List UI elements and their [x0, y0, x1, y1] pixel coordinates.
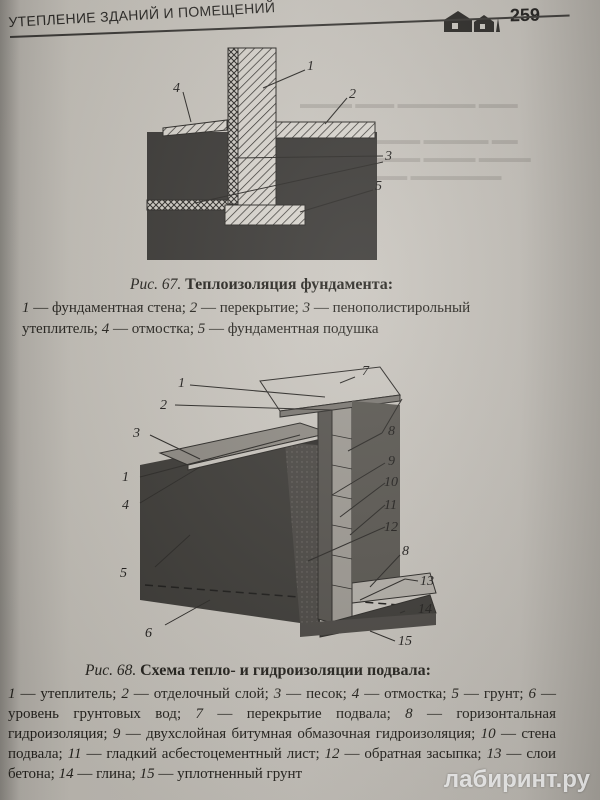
legend-text: — уплотненный грунт — [154, 766, 303, 782]
watermark-logo: лабиринт.ру — [443, 766, 590, 793]
fig68-label-10: 10 — [384, 475, 398, 490]
foundation-footing — [224, 204, 306, 226]
fig68-label-8: 8 — [388, 424, 395, 439]
fig68-title: Схема тепло- и гидроизоляции подвала: — [140, 662, 431, 679]
legend-num: 13 — [486, 746, 502, 762]
legend-text: — утеплитель; — [15, 686, 122, 702]
fig68-label-13: 13 — [420, 574, 434, 589]
fig67-title: Теплоизоляция фундамента: — [185, 276, 394, 293]
legend-text: — пенополистирольный утеплитель; — [22, 300, 471, 337]
fig68-label-1: 1 — [178, 376, 185, 391]
legend-num: 7 — [195, 706, 203, 722]
legend-text: — гладкий асбестоцементный лист; — [81, 746, 325, 762]
fig68-label-12: 12 — [384, 520, 398, 535]
legend-num: 1 — [8, 686, 16, 702]
legend-num: 5 — [451, 686, 459, 702]
fig68-prefix: Рис. 68. — [85, 662, 137, 679]
legend-num: 6 — [528, 686, 537, 702]
legend-num: 2 — [189, 300, 198, 316]
figure-68-diagram: 1 2 3 1 4 5 6 7 8 9 10 11 12 8 13 14 15 — [120, 364, 437, 649]
legend-text: — глина; — [73, 766, 140, 782]
legend-text: — фундаментная подушка — [205, 321, 379, 337]
fig68-label-1b: 1 — [122, 470, 129, 485]
fig67-caption-heading: Рис. 67. Теплоизоляция фундамента: — [130, 274, 550, 295]
floor-slab — [264, 121, 376, 139]
legend-text: — песок; — [281, 686, 352, 702]
fig67-prefix: Рис. 67. — [130, 276, 182, 293]
soil-block — [140, 433, 300, 623]
legend-num: 8 — [405, 706, 413, 722]
legend-num: 3 — [273, 686, 282, 702]
legend-num: 15 — [139, 766, 155, 782]
legend-text: — грунт; — [458, 686, 529, 702]
legend-num: 12 — [324, 746, 340, 762]
fig67-label-3: 3 — [384, 149, 392, 164]
fig68-label-6: 6 — [145, 626, 152, 641]
vertical-insulation — [227, 47, 239, 205]
legend-text: — уровень грунтовых вод; — [8, 686, 557, 722]
fig68-label-15: 15 — [398, 634, 412, 649]
legend-num: 4 — [101, 321, 110, 337]
backfill-wedge — [285, 443, 318, 625]
legend-num: 5 — [197, 321, 206, 337]
legend-num: 3 — [302, 300, 311, 316]
compacted-soil — [300, 613, 436, 637]
legend-text: — двухслойная битумная обмазочная гидрои… — [120, 726, 481, 742]
figure-67-diagram: 1 2 3 4 5 — [146, 47, 392, 260]
fig68-legend: 1 — утеплитель; 2 — отделочный слой; 3 —… — [8, 684, 556, 784]
legend-text: — перекрытие; — [197, 300, 303, 316]
fig68-label-9: 9 — [388, 454, 395, 469]
fig67-label-2: 2 — [349, 87, 356, 102]
fig67-label-1: 1 — [307, 59, 314, 74]
legend-text: — обратная засыпка; — [339, 746, 487, 762]
fig68-label-2: 2 — [160, 398, 167, 413]
fig68-label-5: 5 — [120, 566, 127, 581]
legend-text: — отмостка; — [109, 321, 198, 337]
legend-num: 11 — [67, 746, 82, 762]
legend-text: — слои бетона; — [8, 746, 557, 782]
legend-text: — отмостка; — [359, 686, 452, 702]
legend-text: — стена подвала; — [8, 726, 556, 762]
running-title: УТЕПЛЕНИЕ ЗДАНИЙ И ПОМЕЩЕНИЙ — [8, 0, 276, 30]
legend-num: 4 — [351, 686, 360, 702]
legend-text: — фундаментная стена; — [29, 300, 190, 316]
fig67-label-4: 4 — [173, 81, 180, 96]
legend-num: 1 — [22, 300, 30, 316]
fig68-caption-heading: Рис. 68. Схема тепло- и гидроизоляции по… — [85, 660, 565, 681]
legend-num: 9 — [112, 726, 121, 742]
fig68-label-3: 3 — [132, 426, 140, 441]
fig67-label-5: 5 — [375, 179, 382, 194]
blind-area — [162, 119, 228, 137]
legend-text: — перекрытие подвала; — [202, 706, 406, 722]
fig68-label-4: 4 — [122, 498, 129, 513]
legend-num: 14 — [58, 766, 74, 782]
fig68-label-14: 14 — [418, 602, 432, 617]
horizontal-insulation — [146, 199, 238, 211]
fig68-label-7: 7 — [362, 364, 370, 379]
fig68-label-8b: 8 — [402, 544, 409, 559]
fig68-label-11: 11 — [384, 498, 397, 513]
legend-text: — горизонтальная гидроизоляция; — [8, 706, 556, 742]
fig67-legend: 1 — фундаментная стена; 2 — перекрытие; … — [22, 298, 542, 340]
basement-interior — [352, 401, 400, 585]
basement-wall-insulation — [317, 389, 333, 624]
legend-text: — отделочный слой; — [128, 686, 274, 702]
basement-slab-edge — [279, 394, 401, 418]
legend-num: 2 — [121, 686, 129, 702]
basement-wall — [331, 394, 353, 628]
legend-num: 10 — [480, 726, 496, 742]
